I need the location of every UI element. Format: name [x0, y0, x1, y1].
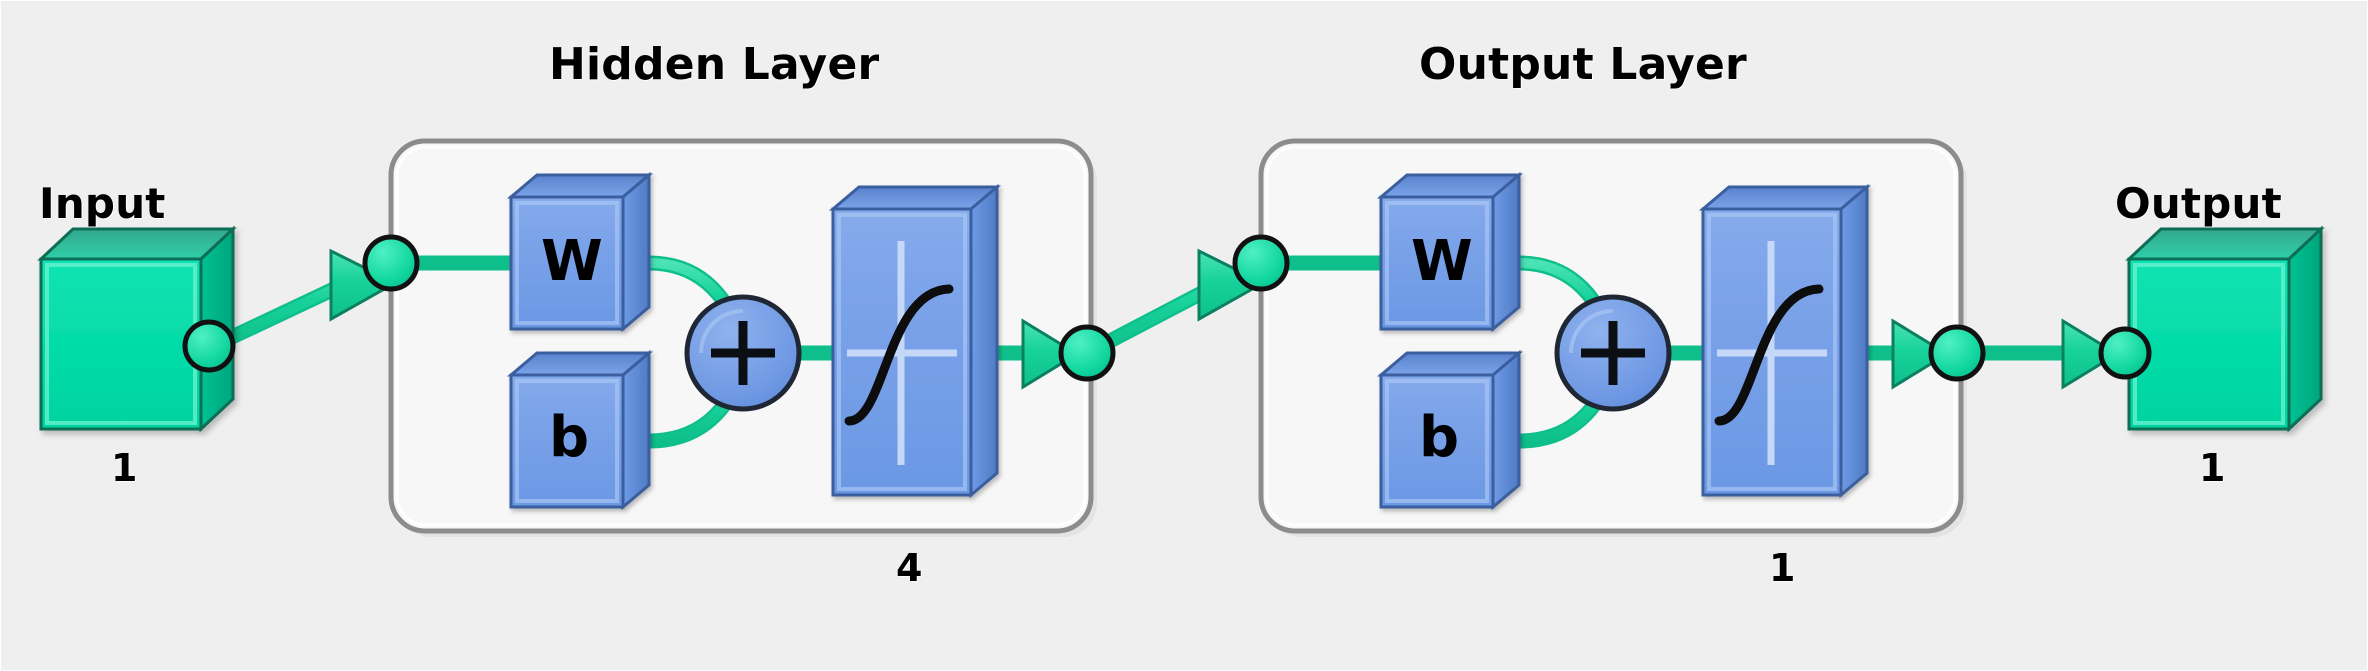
hidden-weight-block[interactable]: [506, 171, 654, 333]
output-bias-block[interactable]: [1376, 349, 1524, 511]
output-block-input-port-dot: [2098, 326, 2152, 380]
connection-dots: [182, 234, 2152, 382]
output-sum-node[interactable]: [1554, 294, 1672, 412]
hidden-layer-output-port-dot: [1058, 324, 1116, 382]
hidden-activation-block[interactable]: [828, 183, 1002, 499]
input-size-label: 1: [111, 446, 138, 490]
output-block[interactable]: [2125, 225, 2325, 433]
output-bias-label: b: [1419, 405, 1460, 470]
output-weight-label: W: [1411, 229, 1473, 294]
output-layer-title: Output Layer: [1419, 39, 1747, 90]
input-block[interactable]: [37, 225, 237, 433]
wire-arrowheads: [329, 248, 2120, 390]
hidden-weight-label: W: [541, 229, 603, 294]
hidden-bias-label: b: [549, 405, 590, 470]
output-label: Output: [2115, 179, 2282, 228]
output-layer-size-label: 1: [1769, 546, 1796, 590]
output-weight-block[interactable]: [1376, 171, 1524, 333]
output-layer-input-port-dot: [1232, 234, 1290, 292]
output-activation-block[interactable]: [1698, 183, 1872, 499]
output-size-label: 1: [2199, 446, 2226, 490]
input-label: Input: [39, 179, 166, 228]
hidden-bias-block[interactable]: [506, 349, 654, 511]
input-output-port-dot: [182, 319, 236, 373]
hidden-layer-input-port-dot: [362, 234, 420, 292]
output-layer-output-port-dot: [1928, 324, 1986, 382]
hidden-layer-size-label: 4: [896, 546, 923, 590]
hidden-sum-node[interactable]: [684, 294, 802, 412]
hidden-layer-title: Hidden Layer: [549, 39, 880, 90]
